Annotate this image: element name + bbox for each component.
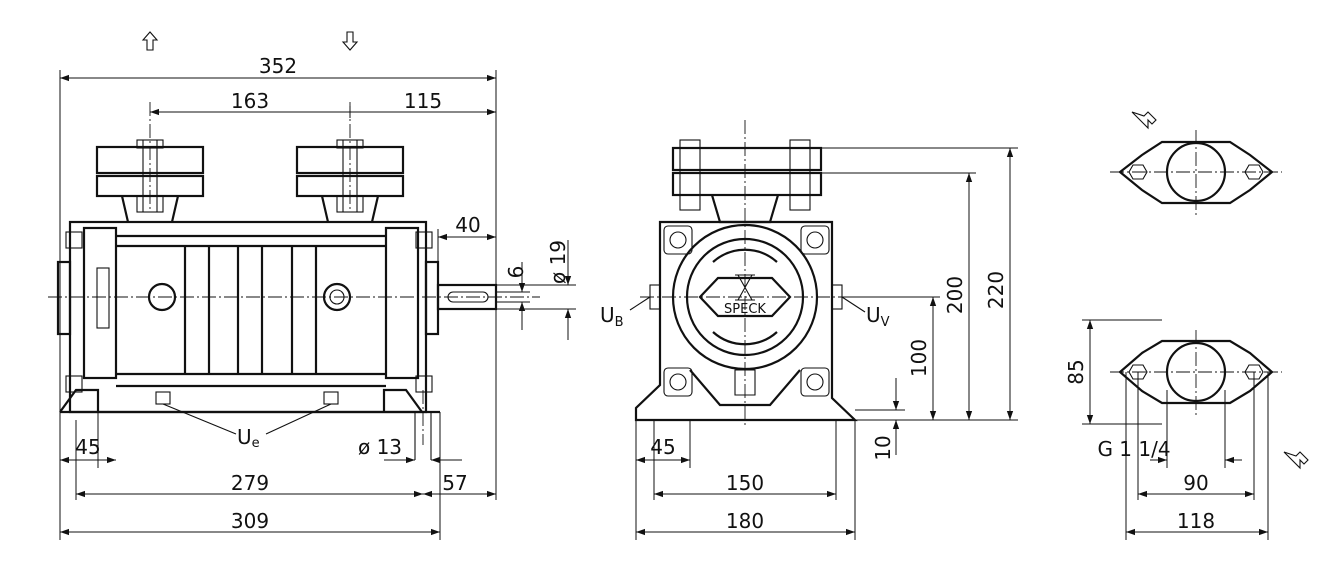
flange-top <box>1110 111 1282 215</box>
dim-352: 352 <box>259 54 297 78</box>
dim-6: 6 <box>504 266 528 279</box>
dim-279: 279 <box>231 471 269 495</box>
dim-150: 150 <box>726 471 764 495</box>
dim-163: 163 <box>231 89 269 113</box>
svg-text:SPECK: SPECK <box>724 302 766 317</box>
speck-logo-icon: SPECK <box>724 274 766 317</box>
dim-309: 309 <box>231 509 269 533</box>
dim-dia-19: ø 19 <box>546 240 570 284</box>
label-ue: Ue <box>237 425 260 451</box>
outlet-flange <box>295 139 405 223</box>
flow-in-arrow-icon <box>1131 111 1157 130</box>
flow-out-arrow-icon <box>1283 451 1309 470</box>
front-view: 352 163 115 <box>48 31 576 540</box>
side-view: SPECK UB UV 100 200 220 10 45 150 <box>600 120 1018 540</box>
dim-45-side: 45 <box>650 435 675 459</box>
label-ub: UB <box>600 303 624 330</box>
inlet-arrow-icon <box>341 31 359 51</box>
flange-details: 85 G 1 1/4 90 118 <box>1064 111 1309 540</box>
dim-100: 100 <box>907 339 931 377</box>
label-uv: UV <box>866 303 890 330</box>
dim-45-front: 45 <box>75 435 100 459</box>
dim-85: 85 <box>1064 359 1088 384</box>
dim-118: 118 <box>1177 509 1215 533</box>
dim-57: 57 <box>442 471 467 495</box>
dim-dia-13: ø 13 <box>358 435 402 459</box>
dim-115: 115 <box>404 89 442 113</box>
dim-180: 180 <box>726 509 764 533</box>
inlet-flange <box>95 139 205 223</box>
side-flange <box>671 139 823 224</box>
dim-40: 40 <box>455 213 480 237</box>
flange-bottom <box>1110 330 1309 470</box>
dim-220: 220 <box>984 271 1008 309</box>
dim-90: 90 <box>1183 471 1208 495</box>
dim-10: 10 <box>871 435 895 460</box>
dim-g-thread: G 1 1/4 <box>1097 437 1170 461</box>
side-housing <box>634 220 858 422</box>
dim-200: 200 <box>943 276 967 314</box>
outlet-arrow-icon <box>141 31 159 51</box>
